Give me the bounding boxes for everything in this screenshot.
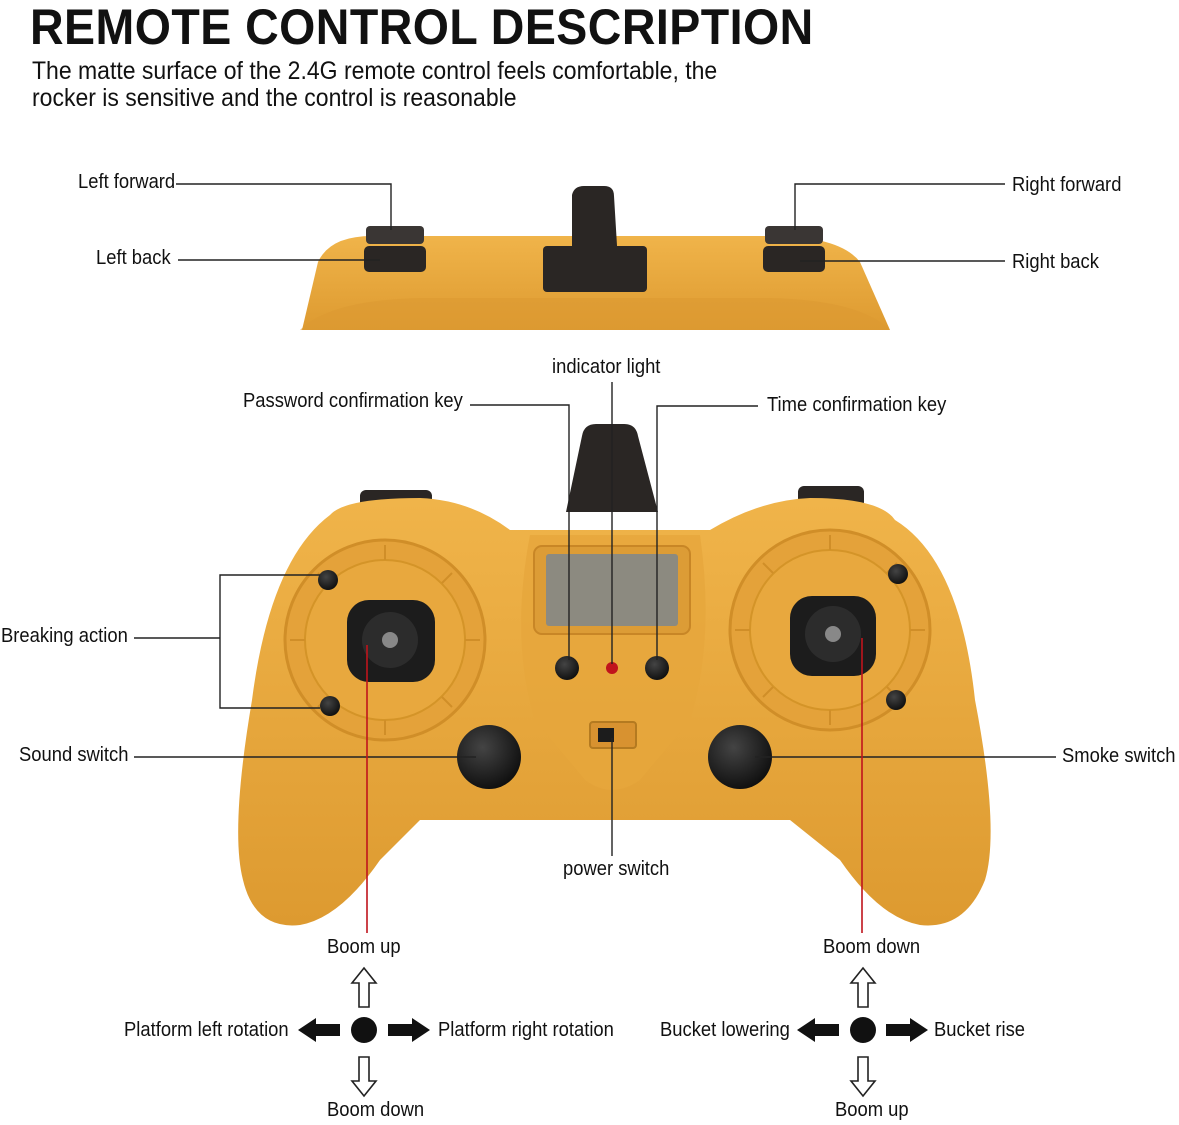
- label-right-right: Bucket rise: [934, 1019, 1026, 1041]
- left-center-dot: [351, 1017, 377, 1043]
- left-forward-button[interactable]: [366, 226, 424, 244]
- password-confirmation-key[interactable]: [555, 656, 579, 680]
- left-arrow-icon: [797, 1018, 839, 1042]
- subtitle-line-2: rocker is sensitive and the control is r…: [32, 84, 517, 112]
- sound-switch-button[interactable]: [457, 725, 521, 789]
- label-password-confirmation-key: Password confirmation key: [243, 390, 463, 412]
- page-subtitle: The matte surface of the 2.4G remote con…: [32, 58, 731, 112]
- left-back-button[interactable]: [364, 246, 426, 272]
- label-sound-switch: Sound switch: [19, 744, 129, 766]
- label-left-down: Boom down: [327, 1099, 425, 1121]
- up-arrow-icon: [350, 966, 378, 1008]
- right-arrow-icon: [388, 1018, 430, 1042]
- controller-front-view: [238, 424, 991, 926]
- right-forward-button[interactable]: [765, 226, 823, 244]
- right-arrow-icon: [886, 1018, 928, 1042]
- label-right-down: Boom up: [835, 1099, 909, 1121]
- indicator-light: [606, 662, 618, 674]
- label-breaking-action: Breaking action: [1, 625, 128, 647]
- up-arrow-icon: [849, 966, 877, 1008]
- label-left-right: Platform right rotation: [438, 1019, 614, 1041]
- right-back-button[interactable]: [763, 246, 825, 272]
- down-arrow-icon: [350, 1056, 378, 1098]
- label-smoke-switch: Smoke switch: [1062, 745, 1176, 767]
- controller-top-view: [300, 186, 890, 330]
- label-time-confirmation-key: Time confirmation key: [767, 394, 947, 416]
- left-joystick-directions: [298, 966, 430, 1098]
- label-right-up: Boom down: [823, 936, 921, 958]
- label-right-back: Right back: [1012, 251, 1099, 273]
- label-left-forward: Left forward: [78, 171, 176, 193]
- breaking-button-top[interactable]: [318, 570, 338, 590]
- right-center-dot: [850, 1017, 876, 1043]
- breaking-button-bottom[interactable]: [320, 696, 340, 716]
- page-title: REMOTE CONTROL DESCRIPTION: [30, 0, 814, 55]
- down-arrow-icon: [849, 1056, 877, 1098]
- label-right-left: Bucket lowering: [660, 1019, 790, 1041]
- right-joystick-directions: [797, 966, 928, 1098]
- label-right-forward: Right forward: [1012, 174, 1122, 196]
- power-switch[interactable]: [598, 728, 614, 742]
- time-confirmation-key[interactable]: [645, 656, 669, 680]
- label-left-back: Left back: [96, 247, 171, 269]
- label-left-up: Boom up: [327, 936, 401, 958]
- label-indicator-light: indicator light: [552, 356, 661, 378]
- label-power-switch: power switch: [563, 858, 670, 880]
- label-left-left: Platform left rotation: [124, 1019, 289, 1041]
- subtitle-line-1: The matte surface of the 2.4G remote con…: [32, 57, 718, 85]
- left-arrow-icon: [298, 1018, 340, 1042]
- smoke-switch-button[interactable]: [708, 725, 772, 789]
